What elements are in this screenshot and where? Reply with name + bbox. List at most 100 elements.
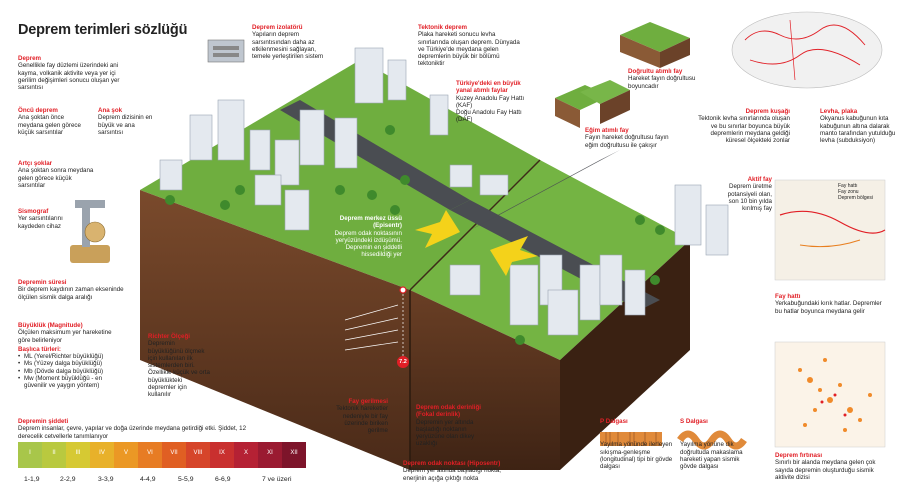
- scale-range: 1-1,9: [24, 476, 40, 483]
- term-dip-slip-fault: Eğim atımlı fay Fayın hareket doğrultusu…: [585, 127, 675, 149]
- intensity-swatch: IV: [90, 442, 114, 468]
- term-body: Tektonik levha sınırlarında oluşan ve bu…: [698, 115, 790, 145]
- term-title: Depremin süresi: [18, 279, 67, 286]
- term-body: Deprem dizisinin en büyük ve ana sarsınt…: [98, 114, 153, 136]
- term-title: Doğrultu atımlı fay: [628, 68, 683, 75]
- list-item: ML (Yerel/Richter büyüklüğü): [18, 353, 123, 361]
- term-body: Hareket fayın doğrultusu boyuncadır: [628, 75, 696, 90]
- intensity-swatch: I: [18, 442, 42, 468]
- building: [387, 59, 407, 101]
- term-fault-stress: Fay gerilmesi Tektonik hareketler nedeni…: [330, 398, 388, 434]
- term-body: Tektonik hareketler nedeniyle bir fay üz…: [336, 405, 388, 435]
- motion-arrow-right: [490, 236, 538, 276]
- intensity-swatch: XI: [258, 442, 282, 468]
- road: [280, 100, 470, 210]
- term-title: Levha, plaka: [820, 108, 858, 115]
- term-richter: Richter Ölçeği Depremin büyüklüğünü ölçm…: [148, 333, 210, 399]
- term-body: Plaka hareketi sonucu levha sınırlarında…: [418, 31, 520, 68]
- earthquake-storm-map: [774, 341, 886, 448]
- term-earthquake: Deprem Genellikle fay düzlemi üzerindeki…: [18, 55, 130, 91]
- term-earthquake-storm: Deprem fırtınası Sınırlı bir alanda meyd…: [775, 452, 890, 481]
- world-map-plates: [731, 11, 883, 89]
- term-title: Deprem kuşağı: [745, 108, 790, 115]
- term-body: Kuzey Anadolu Fay Hattı (KAF) Doğu Anado…: [456, 94, 525, 124]
- active-fault-map: [774, 179, 886, 281]
- term-body: Yapıların deprem sarsıntısından daha az …: [252, 31, 324, 61]
- scale-range: 2-2,9: [60, 476, 76, 483]
- term-tectonic: Tektonik deprem Plaka hareketi sonucu le…: [418, 24, 526, 68]
- term-title: Deprem odak noktası (Hiposentr): [403, 460, 501, 467]
- strike-slip-fault-icon: [620, 22, 690, 68]
- building: [334, 117, 358, 169]
- term-body: Ana şoktan önce meydana gelen görece küç…: [18, 114, 81, 136]
- scale-range: 4-4,9: [140, 476, 156, 483]
- term-strike-slip-fault: Doğrultu atımlı fay Hareket fayın doğrul…: [628, 68, 708, 90]
- term-active-fault: Aktif fay Deprem üretme potansiyeli olan…: [722, 176, 772, 212]
- scale-range: 3-3,9: [98, 476, 114, 483]
- intensity-swatch: IX: [210, 442, 234, 468]
- term-title: Depremin şiddeti: [18, 418, 69, 425]
- term-body: Bir deprem kaydının zaman ekseninde ölçü…: [18, 286, 124, 301]
- building: [449, 264, 481, 296]
- p-wave-illustration: [600, 432, 662, 446]
- scale-range: 5-5,9: [178, 476, 194, 483]
- term-magnitude: Büyüklük (Magnitude) Ölçülen maksimum ye…: [18, 322, 123, 390]
- building: [624, 269, 646, 316]
- term-title: Artçı şoklar: [18, 160, 53, 167]
- term-title: Fay hattı: [775, 293, 801, 300]
- building: [217, 99, 245, 161]
- building: [249, 129, 271, 171]
- term-body: Deprem üretme potansiyeli olan, son 10 b…: [727, 183, 772, 213]
- s-wave-illustration: [677, 430, 747, 450]
- term-body: Yayılma yönünde ilerleyen sıkışma-genleş…: [600, 441, 673, 471]
- intensity-swatch: VII: [162, 442, 186, 468]
- fault-line: [409, 159, 541, 291]
- term-body: Yer sarsıntılarını kaydeden cihaz: [18, 215, 63, 230]
- left-block-soil: [140, 190, 410, 470]
- term-body: Depremin yer altında başladığı noktanın …: [416, 418, 475, 448]
- list-item: Mw (Moment büyüklüğü - en güvenilir ve y…: [18, 375, 123, 390]
- term-body: Sınırlı bir alanda meydana gelen çok say…: [775, 459, 876, 481]
- term-title: Deprem merkez üssü (Episentr): [339, 215, 402, 230]
- scale-range: 7 ve üzeri: [262, 476, 292, 483]
- building: [547, 289, 579, 336]
- term-title: Eğim atımlı fay: [585, 127, 629, 134]
- term-p-wave: P Dalgası Yayılma yönünde ilerleyen sıkı…: [600, 418, 674, 470]
- term-title: P Dalgası: [600, 418, 628, 425]
- term-hypocenter: Deprem odak noktası (Hiposentr) Deprem y…: [403, 460, 523, 482]
- term-title: S Dalgası: [680, 418, 708, 425]
- building: [449, 164, 473, 188]
- term-fault-line: Fay hattı Yerkabuğundaki kırık hatlar. D…: [775, 293, 885, 315]
- dip-slip-fault-icon: [555, 80, 630, 128]
- term-title: Deprem izolatörü: [252, 24, 303, 31]
- building: [509, 264, 539, 326]
- intensity-swatch: VI: [138, 442, 162, 468]
- term-title: Öncü deprem: [18, 107, 58, 114]
- term-body: Genellikle fay düzlemi üzerindeki ani ka…: [18, 62, 120, 92]
- term-body: Deprem insanlar, çevre, yapılar ve doğa …: [18, 425, 247, 440]
- term-s-wave: S Dalgası Yayılma yönüne dik doğrultuda …: [680, 418, 756, 470]
- building: [429, 94, 449, 136]
- building: [159, 159, 183, 191]
- building: [299, 109, 325, 166]
- term-title: Deprem odak derinliği (Fokal derinlik): [416, 404, 481, 419]
- term-aftershock: Artçı şoklar Ana şoktan sonra meydana ge…: [18, 160, 98, 189]
- term-earthquake-belt: Deprem kuşağı Tektonik levha sınırlarınd…: [698, 108, 790, 144]
- term-body: Yerkabuğundaki kırık hatlar. Depremler b…: [775, 300, 882, 315]
- term-title: Aktif fay: [747, 176, 772, 183]
- term-title: Büyüklük (Magnitude): [18, 322, 83, 329]
- building: [284, 189, 310, 231]
- term-seismograph: Sismograf Yer sarsıntılarını kaydeden ci…: [18, 208, 68, 230]
- term-isolator: Deprem izolatörü Yapıların deprem sarsın…: [252, 24, 332, 60]
- term-body: Ölçülen maksimum yer hareketine göre bel…: [18, 329, 112, 344]
- term-focal-depth: Deprem odak derinliği (Fokal derinlik) D…: [416, 404, 486, 448]
- building: [354, 47, 384, 104]
- building: [705, 204, 729, 256]
- seismograph-icon: [70, 200, 110, 263]
- building: [674, 184, 702, 246]
- term-body: Deprem odak noktasının yeryüzündeki izdü…: [334, 229, 402, 259]
- term-title: Sismograf: [18, 208, 49, 215]
- term-body: Ana şoktan sonra meydana gelen görece kü…: [18, 167, 94, 189]
- term-mainshock: Ana şok Deprem dizisinin en büyük ve ana…: [98, 107, 154, 136]
